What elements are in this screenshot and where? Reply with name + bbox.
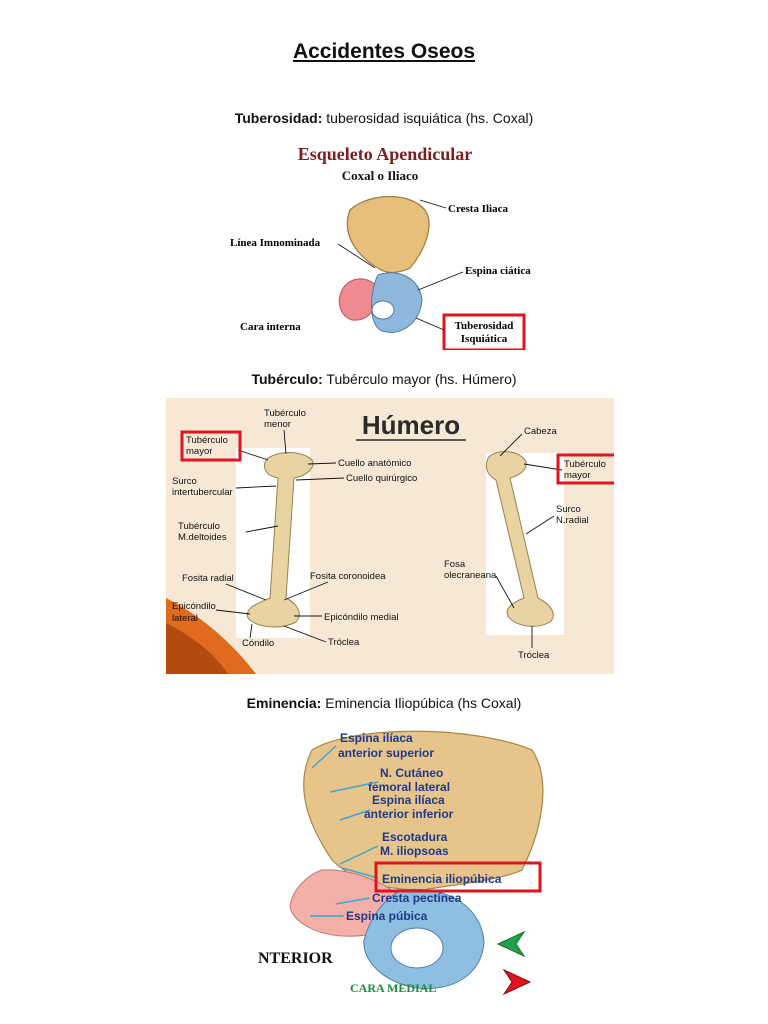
label-troclea-r: Tróclea xyxy=(518,650,550,661)
label-surco-radial-2: N.radial xyxy=(556,515,589,526)
label-fosita-radial: Fosita radial xyxy=(182,573,234,584)
figure-humero: Húmero Tubérculo menor Tubérculo mayor S… xyxy=(166,398,614,674)
label-espina-pubica: Espina púbica xyxy=(346,909,428,923)
label-surco-radial: Surco xyxy=(556,504,581,515)
label-surco: Surco xyxy=(172,476,197,487)
label-escotadura-2: M. iliopsoas xyxy=(380,844,449,858)
label-eminencia: Eminencia iliopúbica xyxy=(382,872,502,886)
section-description: tuberosidad isquiática (hs. Coxal) xyxy=(326,110,534,126)
section-term: Tuberosidad: xyxy=(234,110,323,126)
label-espina-inf: Espina ilíaca xyxy=(372,793,445,807)
chevron-left-icon xyxy=(496,930,526,958)
section-description: Tubérculo mayor (hs. Húmero) xyxy=(326,371,517,387)
label-espina-sup: Espina ilíaca xyxy=(340,731,413,745)
label-cutaneo: N. Cutáneo xyxy=(380,766,443,780)
decorative-swoosh-dark xyxy=(166,623,228,674)
label-espina-sup-2: anterior superior xyxy=(338,746,434,760)
label-anterior: NTERIOR xyxy=(258,950,333,967)
label-condilo: Cóndilo xyxy=(242,638,274,649)
humerus-anterior xyxy=(246,452,314,628)
humerus-posterior xyxy=(485,451,554,627)
section-caption-tuberosidad: Tuberosidad: tuberosidad isquiática (hs.… xyxy=(0,110,768,126)
label-cresta-iliaca: Cresta Iliaca xyxy=(448,203,508,215)
section-caption-eminencia: Eminencia: Eminencia Iliopúbica (hs Coxa… xyxy=(0,695,768,711)
highlight-box xyxy=(442,313,526,350)
figure-subheading: Coxal o Iliaco xyxy=(342,168,419,183)
page-title: Accidentes Oseos xyxy=(292,40,476,63)
label-espina-inf-2: anterior inferior xyxy=(364,807,454,821)
label-surco-2: intertubercular xyxy=(172,487,233,498)
label-tuberculo-mayor-2: mayor xyxy=(186,446,212,457)
label-tuberosidad: Tuberosidad xyxy=(455,320,514,332)
highlight-box-right xyxy=(556,453,614,485)
label-escotadura: Escotadura xyxy=(382,830,448,844)
label-deltoides-2: M.deltoides xyxy=(178,532,227,543)
section-term: Eminencia: xyxy=(246,695,322,711)
label-tuberculo-mayor-r-2: mayor xyxy=(564,470,590,481)
figure-coxal-eminencia: Espina ilíaca anterior superior N. Cután… xyxy=(252,720,552,1000)
obturator-foramen xyxy=(371,300,395,320)
label-troclea: Tróclea xyxy=(328,637,360,648)
label-deltoides: Tubérculo xyxy=(178,521,220,532)
label-espina-ciatica: Espina ciática xyxy=(465,265,531,277)
section-term: Tubérculo: xyxy=(251,371,323,387)
figure-heading: Esqueleto Apendicular xyxy=(298,144,473,164)
label-linea-imnominada: Línea Imnominada xyxy=(230,237,321,249)
highlight-box xyxy=(374,861,542,893)
label-epicondilo-medial: Epicóndilo medial xyxy=(324,612,398,623)
section-description: Eminencia Iliopúbica (hs Coxal) xyxy=(325,695,522,711)
label-fosa: Fosa xyxy=(444,559,466,570)
coxal-medial-diagram: Espina ilíaca anterior superior N. Cután… xyxy=(258,730,544,996)
humerus-diagram: Húmero Tubérculo menor Tubérculo mayor S… xyxy=(166,398,614,674)
label-cresta-pectinea: Cresta pectínea xyxy=(372,891,462,905)
label-cabeza: Cabeza xyxy=(524,426,557,437)
coxal-diagram: Esqueleto Apendicular Coxal o Iliaco Cre… xyxy=(230,144,531,350)
label-cara-interna: Cara interna xyxy=(240,321,301,333)
obturator-foramen xyxy=(390,927,444,969)
label-fosa-2: olecraneana xyxy=(444,570,497,581)
label-epicondilo-lateral-2: lateral xyxy=(172,613,198,624)
label-epicondilo-lateral: Epicóndilo xyxy=(172,601,216,612)
figure-heading: Húmero xyxy=(362,410,460,440)
label-tuberculo-mayor: Tubérculo xyxy=(186,435,228,446)
figure-coxal-tuberosidad: Esqueleto Apendicular Coxal o Iliaco Cre… xyxy=(220,140,550,350)
iliac-wing-shape xyxy=(346,195,430,274)
section-caption-tuberculo: Tubérculo: Tubérculo mayor (hs. Húmero) xyxy=(0,371,768,387)
chevron-right-icon xyxy=(502,968,532,996)
label-cuello-quirurgico: Cuello quirúrgico xyxy=(346,473,417,484)
iliac-wing-shape xyxy=(303,730,544,891)
label-tuberculo-menor-2: menor xyxy=(264,419,291,430)
highlight-box-left xyxy=(180,430,242,462)
label-cutaneo-2: femoral lateral xyxy=(368,780,450,794)
label-isquiatica: Isquiática xyxy=(461,333,508,345)
label-tuberculo-mayor-r: Tubérculo xyxy=(564,459,606,470)
label-fosita-coronoidea: Fosita coronoidea xyxy=(310,571,386,582)
label-cara-medial: CARA MEDIAL xyxy=(350,981,436,995)
label-tuberculo-menor: Tubérculo xyxy=(264,408,306,419)
label-cuello-anatomico: Cuello anatómico xyxy=(338,458,411,469)
